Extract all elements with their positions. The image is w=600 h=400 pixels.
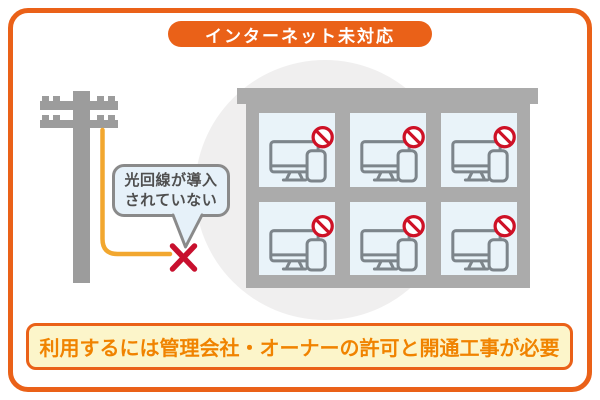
apartment-building — [246, 104, 530, 288]
desktop-phone-prohibited-icon — [350, 202, 426, 276]
apartment-window — [441, 201, 517, 276]
pole-insulator — [42, 115, 49, 120]
desktop-phone-prohibited-icon — [441, 113, 517, 187]
pole-insulator — [108, 96, 115, 101]
pole-insulator — [108, 115, 115, 120]
apartment-window — [259, 113, 335, 187]
desktop-phone-prohibited-icon — [259, 202, 335, 276]
speech-bubble-line1: 光回線が導入 — [124, 170, 218, 189]
pole-crossarm-bottom — [40, 120, 118, 128]
pole-crossarm-top — [40, 101, 118, 110]
building-roof — [237, 88, 538, 104]
x-mark-icon — [169, 243, 198, 272]
pole-insulator — [42, 96, 49, 101]
pole-insulator — [53, 96, 60, 101]
pole-insulator — [97, 96, 104, 101]
speech-bubble: 光回線が導入 されていない — [112, 164, 230, 217]
desktop-phone-prohibited-icon — [441, 202, 517, 276]
requirement-note-banner: 利用するには管理会社・オーナーの許可と開通工事が必要 — [26, 323, 573, 370]
desktop-phone-prohibited-icon — [259, 113, 335, 187]
apartment-window — [350, 113, 426, 187]
pole-mast — [73, 91, 90, 283]
desktop-phone-prohibited-icon — [350, 113, 426, 187]
pole-insulator — [97, 115, 104, 120]
pole-insulator — [53, 115, 60, 120]
requirement-note-text: 利用するには管理会社・オーナーの許可と開通工事が必要 — [39, 336, 560, 360]
header-badge: インターネット未対応 — [168, 21, 432, 47]
apartment-window — [441, 113, 517, 187]
apartment-window — [350, 201, 426, 276]
apartment-window — [259, 201, 335, 276]
header-badge-label: インターネット未対応 — [205, 26, 395, 47]
speech-bubble-line2: されていない — [124, 190, 218, 209]
